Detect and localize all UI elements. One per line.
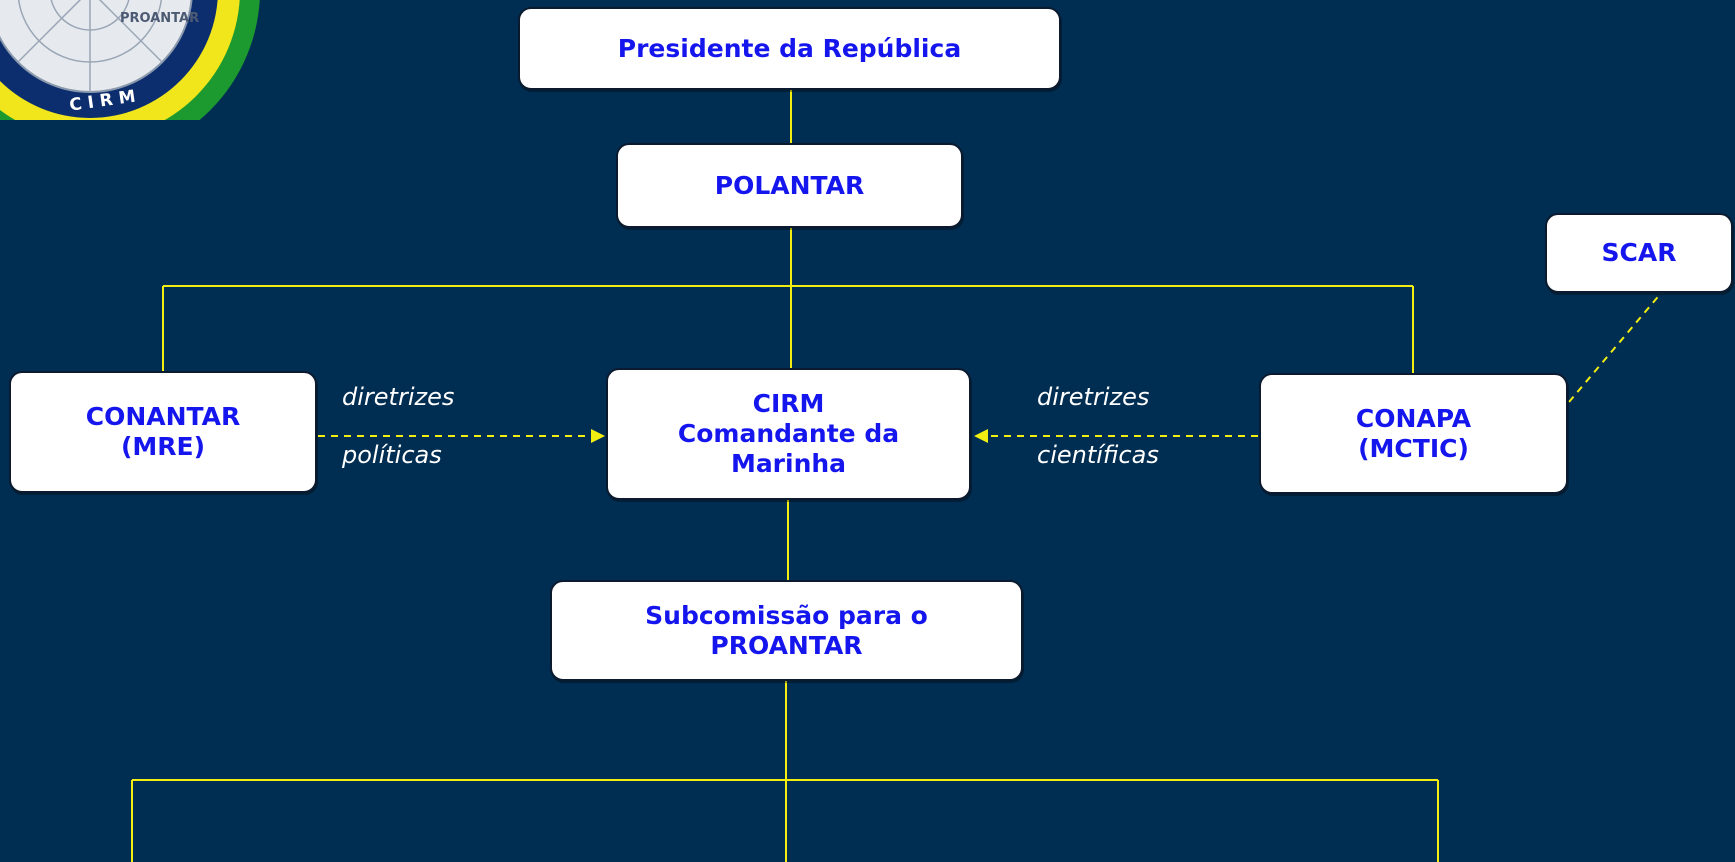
node-cirm-line1: CIRM xyxy=(752,389,825,418)
edge-label-diretrizes-left: diretrizes xyxy=(342,383,455,411)
node-subcomissao: Subcomissão para o PROANTAR xyxy=(550,580,1023,681)
node-presidente: Presidente da República xyxy=(518,7,1061,90)
node-cirm: CIRM Comandante da Marinha xyxy=(606,368,971,500)
node-polantar: POLANTAR xyxy=(616,143,963,228)
node-subcomissao-line2: PROANTAR xyxy=(710,630,863,660)
node-conapa: CONAPA (MCTIC) xyxy=(1259,373,1568,494)
arrowhead-to-cirm-right xyxy=(974,429,988,443)
node-scar: SCAR xyxy=(1545,213,1733,293)
node-cirm-line2: Comandante da xyxy=(677,419,900,448)
edge-label-cientificas: científicas xyxy=(1037,441,1159,469)
node-conantar-line2: (MRE) xyxy=(120,432,206,461)
node-cirm-line3: Marinha xyxy=(730,449,847,478)
edge-label-diretrizes-right: diretrizes xyxy=(1037,383,1150,411)
node-presidente-label: Presidente da República xyxy=(617,33,962,63)
node-conapa-line1: CONAPA xyxy=(1355,403,1472,433)
arrowhead-to-cirm-left xyxy=(591,429,605,443)
edge-label-politicas: políticas xyxy=(342,441,442,469)
dashed-line-scar-conapa xyxy=(1568,291,1663,403)
node-polantar-label: POLANTAR xyxy=(714,170,865,200)
node-conantar: CONANTAR (MRE) xyxy=(9,371,317,493)
logo-text-proantar: PROANTAR xyxy=(120,11,199,26)
node-conapa-line2: (MCTIC) xyxy=(1358,433,1469,463)
cirm-logo: PROANTAR C I R M O xyxy=(0,0,260,120)
node-scar-label: SCAR xyxy=(1601,238,1677,267)
node-subcomissao-line1: Subcomissão para o xyxy=(645,600,928,630)
node-conantar-line1: CONANTAR xyxy=(85,402,241,431)
